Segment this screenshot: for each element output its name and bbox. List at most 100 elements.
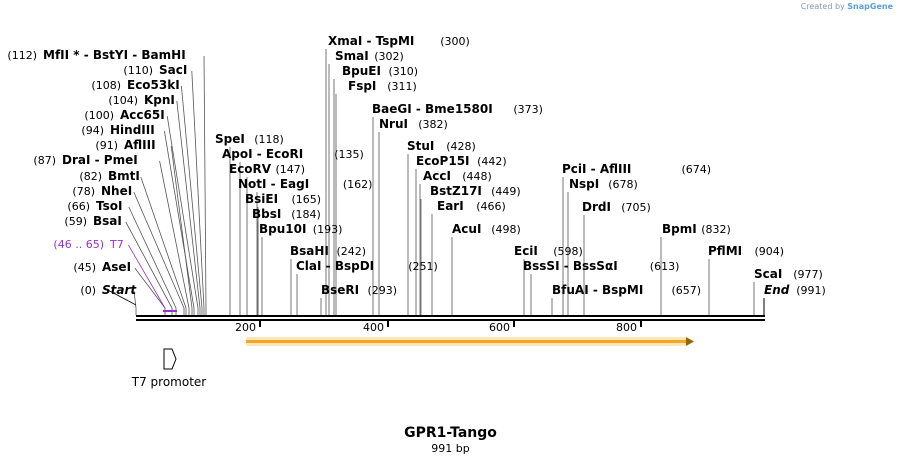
cut-site-label-33[interactable]: AccI(448) — [423, 169, 492, 183]
cut-site-label-43[interactable]: BpmI(832) — [662, 222, 731, 236]
cut-site-name: HindIII — [110, 123, 155, 137]
cut-site-label-2[interactable]: (46 .. 65)T7 — [53, 238, 123, 251]
cut-site-name: End — [764, 283, 790, 297]
cut-site-position: (100) — [84, 109, 114, 122]
cut-site-position: (498) — [491, 223, 521, 236]
cut-site-position: (466) — [476, 200, 506, 213]
cut-site-label-26[interactable]: SmaI(302) — [335, 49, 404, 63]
orf-arrow[interactable] — [246, 337, 694, 346]
cut-site-labels: (0)Start (45)AseI (46 .. 65)T7 (59)BsaI(66)… — [7, 34, 825, 297]
cut-site-position: (449) — [491, 185, 521, 198]
cut-site-position: (991) — [796, 284, 826, 297]
cut-site-label-38[interactable]: BssSI - BssSαI (613) — [523, 259, 679, 273]
cut-site-name: Acc65I — [120, 108, 165, 122]
cut-site-position: (118) — [254, 133, 284, 146]
cut-site-position: (442) — [477, 155, 507, 168]
cut-site-label-14[interactable]: (112)MfII * - BstYI - BamHI — [7, 48, 185, 62]
cut-site-label-31[interactable]: StuI(428) — [407, 139, 476, 153]
cut-site-connector — [140, 176, 187, 309]
cut-site-label-5[interactable]: (78)NheI — [72, 184, 132, 198]
cut-site-connector — [159, 160, 190, 309]
cut-site-name: SpeI — [215, 132, 245, 146]
cut-site-name: Bpu10I — [259, 222, 306, 236]
cut-site-name: BsiEI — [245, 192, 278, 206]
cut-site-name: BfuAI - BspMI — [552, 283, 643, 297]
cut-site-label-18[interactable]: NotI - EagI(162) — [238, 177, 372, 191]
cut-site-name: BstZ17I — [430, 184, 482, 198]
cut-site-label-3[interactable]: (59)BsaI — [64, 214, 121, 228]
cut-site-name: BseRI — [321, 283, 359, 297]
cut-site-label-21[interactable]: Bpu10I (193) — [259, 222, 342, 236]
cut-site-label-30[interactable]: NruI(382) — [379, 117, 448, 131]
cut-site-label-15[interactable]: SpeI (118) — [215, 132, 284, 146]
cut-site-label-32[interactable]: EcoP15I(442) — [416, 154, 507, 168]
cut-site-name: BaeGI - Bme1580I — [372, 102, 493, 116]
cut-site-name: DrdI — [582, 200, 611, 214]
cut-site-name: AflIII — [124, 138, 156, 152]
axis-tick-label: 800 — [616, 321, 637, 334]
cut-site-position: (193) — [313, 223, 343, 236]
cut-site-position: (657) — [672, 284, 702, 297]
cut-site-label-23[interactable]: ClaI - BspDI(251) — [296, 259, 438, 273]
cut-site-label-27[interactable]: BpuEI(310) — [342, 64, 418, 78]
cut-site-label-40[interactable]: PciI - AflIII(674) — [562, 162, 711, 176]
cut-site-label-9[interactable]: (94) HindIII — [81, 123, 154, 137]
cut-site-position: (110) — [123, 64, 153, 77]
cut-site-position: (904) — [755, 245, 785, 258]
cut-site-label-22[interactable]: BsaHI(242) — [290, 244, 366, 258]
cut-site-connector — [128, 244, 166, 309]
cut-site-name: EciI — [514, 244, 538, 258]
cut-site-label-29[interactable]: BaeGI - Bme1580I(373) — [372, 102, 543, 116]
cut-site-name: BbsI — [252, 207, 281, 221]
cut-site-label-28[interactable]: FspI(311) — [348, 79, 417, 93]
cut-site-label-44[interactable]: PflMI(904) — [708, 244, 784, 258]
cut-site-label-11[interactable]: (104)KpnI — [108, 93, 175, 107]
cut-site-name: ApoI - EcoRI — [222, 147, 303, 161]
cut-site-connector — [166, 115, 199, 309]
cut-site-label-35[interactable]: EarI (466) — [437, 199, 506, 213]
cut-site-name: EarI — [437, 199, 464, 213]
cut-site-label-34[interactable]: BstZ17I (449) — [430, 184, 521, 198]
cut-site-label-45[interactable]: ScaI(977) — [754, 267, 823, 281]
cut-site-label-0[interactable]: (0)Start — [80, 283, 137, 297]
cut-site-position: (613) — [650, 260, 680, 273]
cut-site-label-46[interactable]: End (991) — [764, 283, 826, 297]
cut-site-name: FspI — [348, 79, 376, 93]
cut-site-label-12[interactable]: (108)Eco53kI — [91, 78, 179, 92]
cut-site-connector — [164, 130, 195, 309]
cut-site-position: (94) — [81, 124, 104, 137]
cut-site-label-42[interactable]: DrdI(705) — [582, 200, 651, 214]
cut-site-label-13[interactable]: (110)SacI — [123, 63, 187, 77]
cut-site-name: BssSI - BssSαI — [523, 259, 618, 273]
cut-site-label-4[interactable]: (66)TsoI — [67, 199, 122, 213]
cut-site-label-37[interactable]: EciI(598) — [514, 244, 583, 258]
cut-site-label-16[interactable]: ApoI - EcoRI(135) — [222, 147, 364, 161]
cut-site-label-17[interactable]: EcoRV(147) — [229, 162, 305, 176]
cut-site-name: BmtI — [108, 169, 140, 183]
cut-site-label-39[interactable]: BfuAI - BspMI (657) — [552, 283, 701, 297]
cut-site-name: KpnI — [144, 93, 175, 107]
cut-site-label-19[interactable]: BsiEI(165) — [245, 192, 321, 206]
cut-site-position: (82) — [79, 170, 102, 183]
cut-site-connector — [170, 145, 193, 309]
cut-site-label-1[interactable]: (45)AseI — [73, 260, 131, 274]
cut-site-label-6[interactable]: (82) BmtI — [79, 169, 139, 183]
cut-site-label-7[interactable]: (87)DraI - PmeI — [33, 153, 137, 167]
cut-site-name: Start — [102, 283, 137, 297]
cut-site-label-25[interactable]: XmaI - TspMI(300) — [328, 34, 470, 48]
cut-site-label-10[interactable]: (100) Acc65I — [84, 108, 164, 122]
cut-site-label-24[interactable]: BseRI(293) — [321, 283, 397, 297]
t7-promoter-feature[interactable] — [163, 310, 177, 370]
cut-site-label-36[interactable]: AcuI(498) — [452, 222, 521, 236]
cut-site-label-8[interactable]: (91)AflIII — [95, 138, 155, 152]
cut-site-name: BpmI — [662, 222, 697, 236]
credit-prefix: Created by — [800, 2, 845, 11]
cut-site-label-41[interactable]: NspI(678) — [569, 177, 638, 191]
cut-site-label-20[interactable]: BbsI(184) — [252, 207, 321, 221]
axis-tick-label: 600 — [489, 321, 510, 334]
cut-site-name: T7 — [109, 238, 124, 251]
cut-site-position: (300) — [440, 35, 470, 48]
cut-site-position: (162) — [343, 178, 373, 191]
